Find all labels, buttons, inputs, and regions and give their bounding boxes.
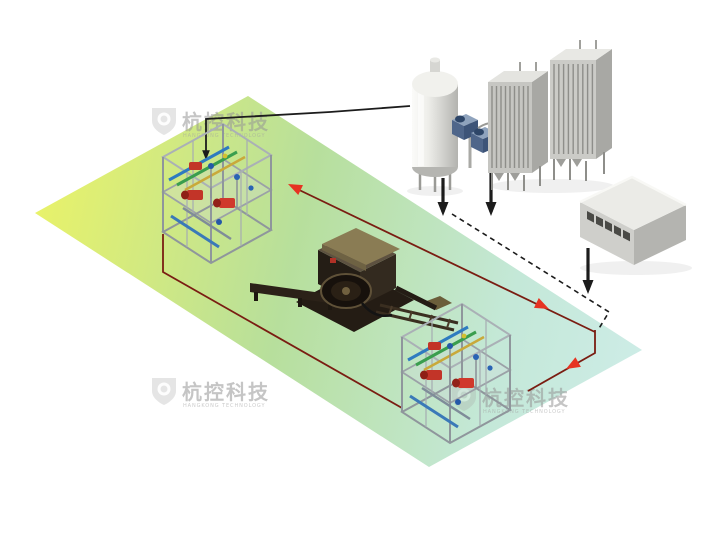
tank-to-left-skid-line	[205, 105, 411, 154]
machine-canopy	[322, 228, 400, 265]
silo-shadow	[490, 179, 614, 193]
watermark-bottom-left: 杭控科技 HANGKONG TECHNOLOGY	[152, 378, 270, 409]
watermark-en-text: HANGKONG TECHNOLOGY	[183, 403, 265, 409]
building-windows	[587, 211, 630, 242]
silo-front-tubes	[553, 64, 594, 154]
flow-lines	[162, 105, 611, 409]
watermark-bottom-right: 杭控科技 HANGKONG TECHNOLOGY	[452, 384, 570, 415]
silo-unit-left	[488, 62, 548, 191]
watermark-cn-text: 杭控科技	[482, 386, 570, 410]
plant-building	[579, 175, 687, 265]
central-machine	[250, 228, 459, 332]
machine-left-arm	[250, 283, 336, 304]
red-loop-right-segment	[527, 330, 596, 392]
flow-arrow-black	[485, 202, 497, 216]
diagonal-gas-dashed-line	[451, 213, 611, 331]
watermark-cn-text: 杭控科技	[182, 110, 270, 134]
watermark-cn-text: 杭控科技	[182, 380, 270, 404]
building-shadow	[580, 261, 692, 275]
silo-unit-right	[550, 40, 612, 181]
watermark-en-text: HANGKONG TECHNOLOGY	[483, 409, 565, 415]
flow-arrow-black	[437, 202, 449, 216]
red-loop-left-segment	[162, 234, 403, 409]
watermark-top-left: 杭控科技 HANGKONG TECHNOLOGY	[152, 108, 270, 139]
flow-arrow-black	[582, 280, 594, 294]
silo-front-tubes	[491, 86, 529, 168]
